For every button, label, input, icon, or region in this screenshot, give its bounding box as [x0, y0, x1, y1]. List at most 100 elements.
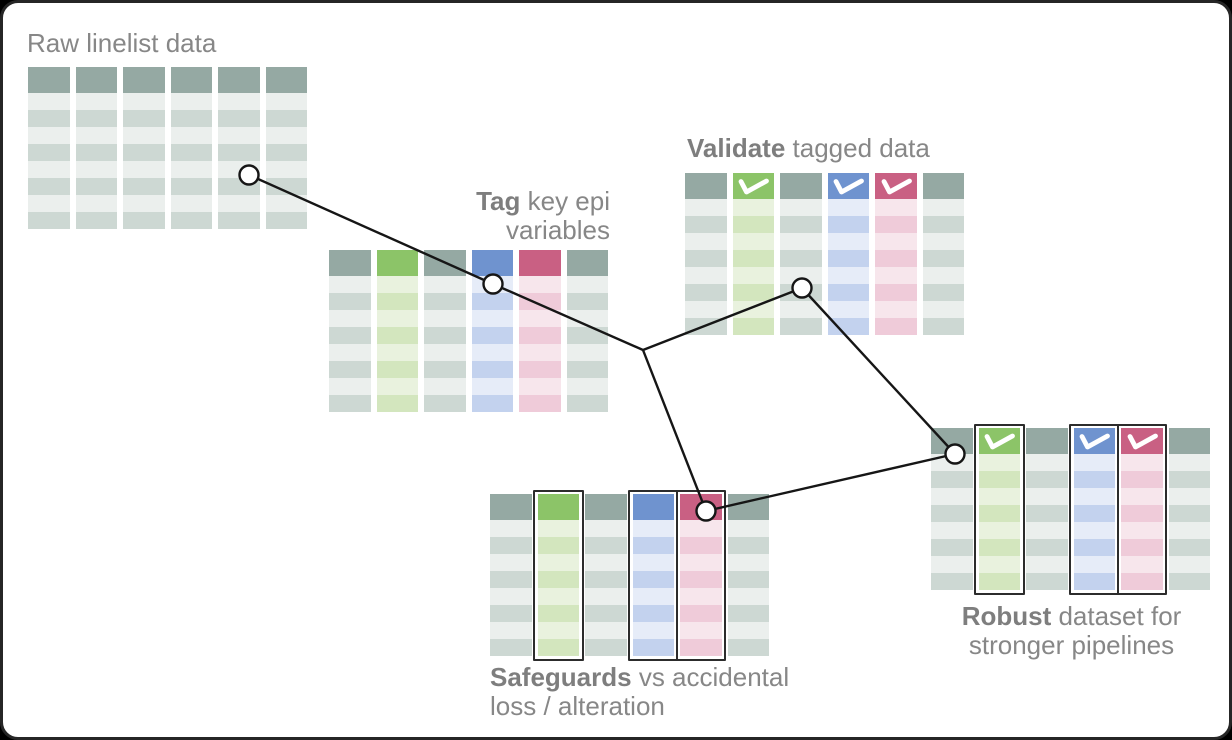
- table-cell: [922, 199, 964, 216]
- table-column-gray: [566, 250, 608, 412]
- label-validate-tagged-data: Validate tagged data: [687, 134, 930, 163]
- table-cell: [218, 195, 260, 212]
- table-cell: [585, 622, 627, 639]
- table-column-gray: [75, 67, 117, 229]
- table-cell: [632, 537, 674, 554]
- table-cell: [685, 318, 727, 335]
- table-robust: [931, 423, 1210, 595]
- table-cell: [329, 310, 371, 327]
- table-cell: [827, 284, 869, 301]
- table-cell: [727, 537, 769, 554]
- table-cell: [329, 361, 371, 378]
- table-cell: [471, 378, 513, 395]
- check-icon: [984, 433, 1016, 449]
- table-cell: [376, 395, 418, 412]
- table-cell: [1026, 454, 1068, 471]
- table-cell: [471, 361, 513, 378]
- table-cell: [170, 178, 212, 195]
- table-cell: [519, 395, 561, 412]
- table-cell: [827, 301, 869, 318]
- table-cell: [537, 520, 579, 537]
- table-cell: [376, 344, 418, 361]
- table-cell: [490, 639, 532, 656]
- label-raw-linelist-data: Raw linelist data: [27, 29, 216, 58]
- label-line: Raw linelist data: [27, 29, 216, 58]
- table-cell: [727, 520, 769, 537]
- label-line: stronger pipelines: [931, 631, 1212, 660]
- table-cell: [537, 554, 579, 571]
- table-cell: [1073, 454, 1115, 471]
- column-header-cell: [28, 67, 70, 93]
- table-column-gray: [218, 67, 260, 229]
- column-header-cell: [585, 494, 627, 520]
- table-column-gray: [170, 67, 212, 229]
- table-cell: [123, 144, 165, 161]
- table-cell: [424, 361, 466, 378]
- table-cell: [685, 233, 727, 250]
- table-cell: [727, 588, 769, 605]
- table-cell: [218, 178, 260, 195]
- label-text: key epi: [520, 186, 610, 216]
- table-cell: [680, 520, 722, 537]
- table-cell: [519, 276, 561, 293]
- table-cell: [218, 212, 260, 229]
- table-cell: [931, 522, 973, 539]
- label-bold: Safeguards: [490, 662, 632, 692]
- table-cell: [376, 276, 418, 293]
- table-cell: [424, 276, 466, 293]
- table-cell: [875, 216, 917, 233]
- table-cell: [680, 554, 722, 571]
- table-cell: [1168, 573, 1210, 590]
- label-robust-dataset: Robust dataset for stronger pipelines: [931, 602, 1212, 660]
- table-cell: [329, 378, 371, 395]
- table-cell: [585, 554, 627, 571]
- table-cell: [922, 318, 964, 335]
- table-cell: [931, 471, 973, 488]
- check-icon: [881, 178, 912, 194]
- table-cell: [265, 110, 307, 127]
- table-column-green: [537, 494, 579, 656]
- table-cell: [424, 310, 466, 327]
- table-cell: [265, 161, 307, 178]
- table-cell: [28, 127, 70, 144]
- table-column-gray: [780, 173, 822, 335]
- table-cell: [28, 195, 70, 212]
- table-cell: [123, 195, 165, 212]
- table-cell: [922, 267, 964, 284]
- table-column-gray: [490, 494, 532, 656]
- table-cell: [75, 93, 117, 110]
- label-line: Robust dataset for: [931, 602, 1212, 631]
- table-column-gray: [727, 494, 769, 656]
- table-cell: [931, 556, 973, 573]
- table-cell: [780, 301, 822, 318]
- table-cell: [780, 233, 822, 250]
- table-cell: [978, 505, 1020, 522]
- table-cell: [566, 310, 608, 327]
- table-cell: [329, 276, 371, 293]
- table-cell: [727, 571, 769, 588]
- table-cell: [827, 199, 869, 216]
- table-cell: [1121, 488, 1163, 505]
- column-header-cell: [519, 250, 561, 276]
- table-cell: [732, 199, 774, 216]
- table-cell: [827, 318, 869, 335]
- table-cell: [329, 293, 371, 310]
- table-cell: [1026, 505, 1068, 522]
- table-column-gray: [922, 173, 964, 335]
- table-cell: [1121, 573, 1163, 590]
- table-cell: [218, 127, 260, 144]
- table-cell: [978, 454, 1020, 471]
- table-cell: [780, 250, 822, 267]
- check-icon: [738, 178, 770, 194]
- table-column-pink: [875, 173, 917, 335]
- table-cell: [827, 267, 869, 284]
- table-cell: [123, 178, 165, 195]
- table-column-gray: [123, 67, 165, 229]
- table-cell: [732, 318, 774, 335]
- table-cell: [75, 212, 117, 229]
- table-column-pink: [1121, 428, 1163, 590]
- label-tag-key-epi-variables: Tag key epi variables: [403, 187, 610, 245]
- table-cell: [978, 556, 1020, 573]
- table-cell: [732, 233, 774, 250]
- table-cell: [471, 276, 513, 293]
